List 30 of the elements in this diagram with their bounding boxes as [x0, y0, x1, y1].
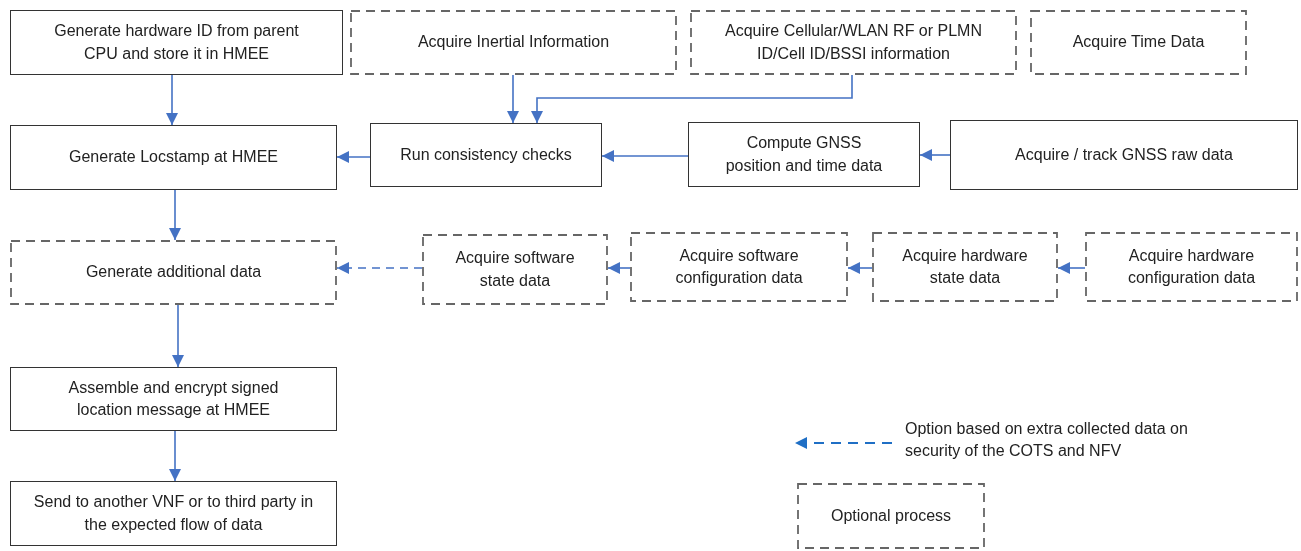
arrow: [169, 189, 181, 241]
legend-text: Option based on extra collected data on security of the COTS and NFV: [905, 419, 1189, 462]
optional-process-box: Acquire software configuration data: [630, 232, 848, 302]
process-box: Generate Locstamp at HMEE: [10, 125, 337, 190]
process-box: Run consistency checks: [370, 123, 602, 187]
process-box: Generate hardware ID from parent CPU and store it in HMEE: [10, 10, 343, 75]
arrow: [531, 74, 853, 124]
arrow: [336, 151, 371, 163]
process-box: Acquire / track GNSS raw data: [950, 120, 1298, 190]
arrow: [169, 430, 181, 482]
optional-process-box: Acquire hardware configuration data: [1085, 232, 1298, 302]
arrow: [507, 74, 519, 124]
arrow: [166, 74, 178, 126]
process-box: Send to another VNF or to third party in the expected flow of data: [10, 481, 337, 546]
arrow: [607, 262, 631, 274]
arrow: [336, 262, 423, 274]
arrow: [919, 149, 951, 161]
optional-process-box: Acquire software state data: [422, 234, 608, 305]
optional-process-box: Acquire Time Data: [1030, 10, 1247, 75]
optional-process-box: Acquire hardware state data: [872, 232, 1058, 302]
optional-process-box: Acquire Cellular/WLAN RF or PLMN ID/Cell ID/BSSI information: [690, 10, 1017, 75]
optional-process-box: Generate additional data: [10, 240, 337, 305]
process-box: Assemble and encrypt signed location message at HMEE: [10, 367, 337, 431]
arrow: [601, 150, 689, 162]
optional-process-box: Acquire Inertial Information: [350, 10, 677, 75]
arrow: [847, 262, 873, 274]
legend-dashed-box: Optional process: [797, 483, 985, 549]
process-box: Compute GNSS position and time data: [688, 122, 920, 187]
arrow: [1057, 262, 1086, 274]
arrow: [172, 304, 184, 368]
